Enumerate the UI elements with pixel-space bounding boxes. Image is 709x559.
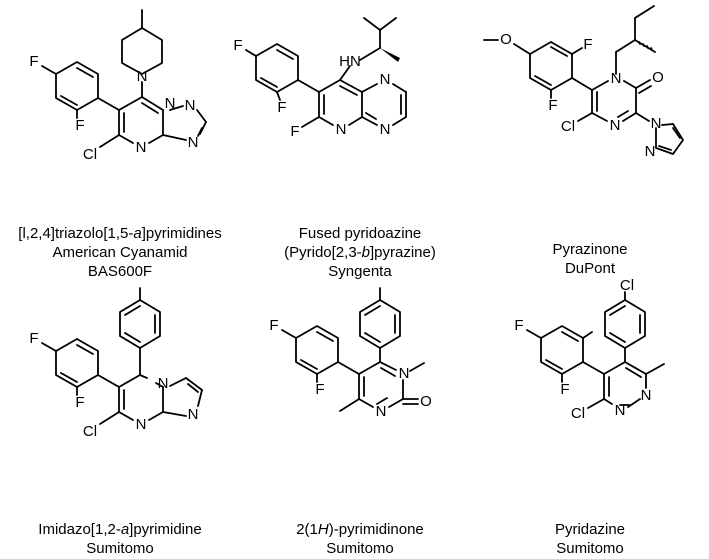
atom-N: N xyxy=(651,115,662,132)
caption-title: Pyrazinone xyxy=(552,241,628,258)
caption-title: [l,2,4]triazolo[1,5-a]pyrimidines xyxy=(18,225,222,242)
atom-F: F xyxy=(29,330,38,347)
atom-N: N xyxy=(376,403,387,420)
atom-N: N xyxy=(615,402,626,419)
atom-F: F xyxy=(269,317,278,334)
atom-F: F xyxy=(277,99,286,116)
atom-N: N xyxy=(188,134,199,151)
atom-F: F xyxy=(75,394,84,411)
caption-title: Pyridazine xyxy=(554,521,626,538)
caption-subtitle: (Pyrido[2,3-b]pyrazine) xyxy=(284,244,436,261)
caption-pyrimidinone: 2(1H)-pyrimidinone Sumitomo xyxy=(260,520,460,558)
atom-N: N xyxy=(641,387,652,404)
caption-company: American Cyanamid xyxy=(52,244,188,261)
structure-pyrimidinone: F F N N O xyxy=(269,287,432,420)
atom-F: F xyxy=(514,317,523,334)
atom-F: F xyxy=(583,36,592,53)
caption-title: Fused pyridoazine xyxy=(298,225,422,242)
atom-F: F xyxy=(29,53,38,70)
caption-triazolopyrimidine: [l,2,4]triazolo[1,5-a]pyrimidines Americ… xyxy=(5,224,235,281)
caption-company: Sumitomo xyxy=(326,540,394,557)
atom-Cl: Cl xyxy=(561,118,575,135)
atom-Cl: Cl xyxy=(571,405,585,422)
atom-F: F xyxy=(75,117,84,134)
structure-pyrazinone: O F F N O N Cl N N xyxy=(483,5,684,160)
atom-N: N xyxy=(336,121,347,138)
caption-company: Syngenta xyxy=(328,263,392,280)
structure-triazolopyrimidine: F F N N N N N Cl xyxy=(29,9,207,163)
atom-F: F xyxy=(548,97,557,114)
caption-imidazopyrimidine: Imidazo[1,2-a]pyrimidine Sumitomo xyxy=(20,520,220,558)
atom-N: N xyxy=(185,97,196,114)
atom-N: N xyxy=(136,416,147,433)
atom-F: F xyxy=(560,381,569,398)
caption-pyridazine: Pyridazine Sumitomo xyxy=(490,520,690,558)
atom-N: N xyxy=(645,143,656,160)
atom-N: N xyxy=(188,406,199,423)
atom-F: F xyxy=(315,381,324,398)
atom-O: O xyxy=(652,69,664,86)
caption-pyrazinone: Pyrazinone DuPont xyxy=(490,240,690,278)
atom-O: O xyxy=(420,393,432,410)
atom-Cl: Cl xyxy=(83,423,97,440)
caption-company: Sumitomo xyxy=(86,540,154,557)
atom-N: N xyxy=(380,121,391,138)
caption-pyridopyrazine: Fused pyridoazine (Pyrido[2,3-b]pyrazine… xyxy=(250,224,470,281)
caption-code: BAS600F xyxy=(87,263,153,280)
atom-N: N xyxy=(136,139,147,156)
caption-title: 2(1H)-pyrimidinone xyxy=(296,521,424,538)
atom-N: N xyxy=(399,365,410,382)
atom-N: N xyxy=(158,375,169,392)
atom-N: N xyxy=(165,95,176,112)
atom-HN: HN xyxy=(339,53,361,70)
atom-F: F xyxy=(233,37,242,54)
atom-F: F xyxy=(290,123,299,140)
atom-Cl: Cl xyxy=(83,146,97,163)
structure-imidazopyrimidine: F F N N N Cl xyxy=(29,287,203,440)
atom-N: N xyxy=(611,70,622,87)
atom-O: O xyxy=(500,31,512,48)
atom-N: N xyxy=(610,117,621,134)
structure-pyridazine: Cl F F N N Cl xyxy=(514,277,665,422)
atom-N: N xyxy=(380,71,391,88)
caption-title: Imidazo[1,2-a]pyrimidine xyxy=(38,521,202,538)
structure-pyridopyrazine: F F F HN N N N xyxy=(233,17,407,140)
atom-Cl: Cl xyxy=(620,277,634,294)
caption-company: Sumitomo xyxy=(556,540,624,557)
caption-company: DuPont xyxy=(564,260,616,277)
atom-N: N xyxy=(137,68,148,85)
